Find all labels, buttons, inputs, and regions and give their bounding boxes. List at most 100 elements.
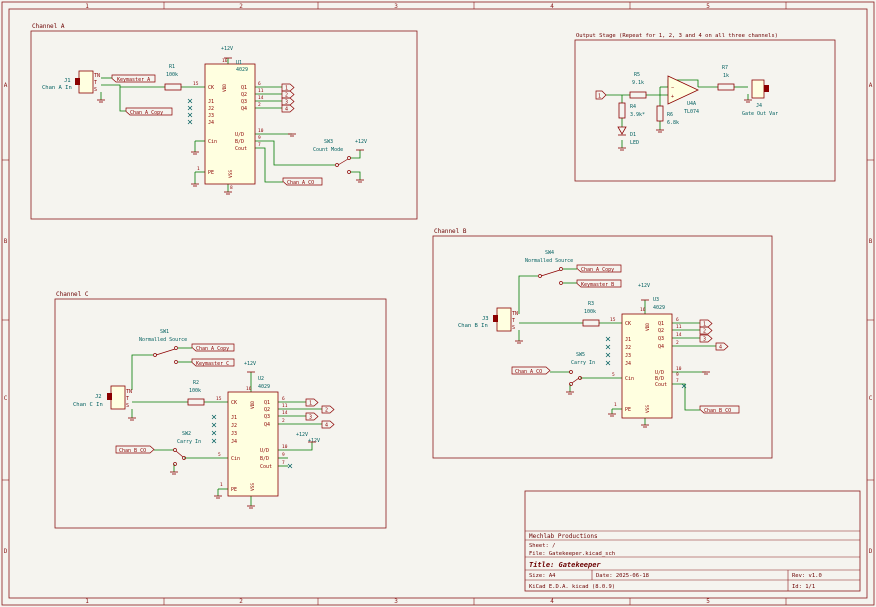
component-ref: U1	[236, 60, 242, 66]
net-label: Chan A CO	[287, 180, 314, 186]
component-value: 4029	[258, 384, 270, 390]
supply-label: +12V	[308, 438, 320, 444]
jack-ref: J1	[64, 78, 71, 84]
label-chan-a-co-b: Chan A CO	[511, 366, 551, 375]
pin-name: U/D	[235, 132, 244, 138]
pin-name: J1	[625, 337, 631, 343]
supply-label: +12V	[244, 361, 256, 367]
component-value: LED	[630, 140, 639, 146]
jack-ref: J2	[95, 394, 102, 400]
col-label: 1	[85, 3, 89, 10]
pin-name: B/D	[655, 376, 664, 382]
component-ref: R6	[667, 112, 673, 118]
component-ref: D1	[630, 132, 636, 138]
component-value: 4029	[236, 67, 248, 73]
jack-pin-label: T	[94, 80, 97, 86]
tb-rev: Rev: v1.0	[792, 573, 822, 579]
pin-number: 7	[282, 460, 285, 466]
switch-sw2: SW2 Carry In	[173, 431, 201, 466]
pin-number: 14	[282, 410, 288, 416]
net-label: Chan A CO	[515, 369, 542, 375]
port-flags-b: 1 2 3 4	[699, 319, 729, 351]
component-ref: J4	[756, 103, 762, 109]
port-number: 2	[325, 408, 328, 414]
pin-name: J4	[208, 120, 214, 126]
ground-symbols-b	[515, 299, 710, 428]
port-number: 2	[285, 93, 288, 99]
channel-b-wires	[518, 268, 716, 425]
pin-name: J2	[208, 106, 214, 112]
pin-number: 9	[258, 135, 261, 141]
component-value: 100k	[189, 388, 201, 394]
col-label: 4	[550, 598, 554, 605]
pin-number: 9	[282, 452, 285, 458]
component-ref: SW3	[324, 139, 333, 145]
col-label: 1	[85, 598, 89, 605]
pin-number: 10	[258, 128, 264, 134]
port-number: 1	[285, 86, 288, 92]
port-number: 2	[703, 329, 706, 335]
jack-pin-label: TN	[512, 311, 518, 317]
jack-j1: TN T S J1 Chan A In	[42, 70, 100, 94]
component-value: TL074	[684, 109, 699, 115]
component-ref: R7	[722, 65, 728, 71]
port-number: 1	[703, 322, 706, 328]
component-value: 6.8k	[667, 120, 679, 126]
pin-name: Cin	[625, 376, 634, 382]
jack-pin-label: T	[126, 396, 129, 402]
channel-c-wires	[131, 347, 322, 506]
port-number: 4	[285, 107, 288, 113]
pin-number: 15	[610, 317, 616, 323]
net-label: Chan A Copy	[130, 110, 163, 116]
port-number: 3	[703, 337, 706, 343]
section-title: Channel C	[56, 291, 89, 298]
led-d1: D1 LED	[617, 126, 639, 146]
pin-name: J2	[625, 345, 631, 351]
svg-text:−: −	[671, 85, 674, 91]
pin-name: Q4	[658, 344, 664, 350]
pin-name: Cout	[260, 464, 272, 470]
jack-ref: J3	[482, 316, 489, 322]
component-ref: SW2	[182, 431, 191, 437]
resistor-r7: R7 1k	[717, 65, 735, 91]
col-label: 5	[706, 3, 710, 10]
port-number: 1	[598, 94, 601, 100]
channel-a-section: Channel A TN T S J1 Chan A In	[30, 23, 418, 220]
resistor-r4: R4 3.9k*	[618, 102, 645, 119]
jack-pin-label: T	[512, 318, 515, 324]
pin-name: Cin	[231, 456, 240, 462]
row-label: B	[4, 238, 8, 245]
pin-number: 5	[218, 452, 221, 458]
ground-symbols-out	[618, 99, 752, 151]
pin-name: VSS	[250, 483, 256, 491]
label-chan-a-copy-b: Chan A Copy	[576, 264, 622, 273]
pin-number: 16	[222, 58, 228, 64]
jack-j2: TN T S J2 Chan C In	[73, 385, 132, 410]
component-value: Normalled Source	[139, 337, 187, 343]
label-chan-a-copy-c: Chan A Copy	[191, 343, 235, 352]
tb-file: File: Gatekeeper.kicad_sch	[529, 551, 615, 557]
component-ref: U4A	[687, 101, 696, 107]
svg-text:+: +	[671, 94, 674, 100]
port-flags-c: 1 2 3 4	[305, 398, 335, 429]
tb-date: Date: 2025-06-18	[596, 573, 649, 579]
opamp-u4a: − + U4A TL074	[667, 75, 699, 115]
net-label: Chan A Copy	[581, 267, 614, 273]
component-ref: R4	[630, 104, 636, 110]
pin-name: U/D	[260, 448, 269, 454]
component-value: Normalled Source	[525, 258, 573, 264]
net-label: Chan A Copy	[196, 346, 229, 352]
pin-name: Cout	[235, 146, 247, 152]
pin-name: VDD	[250, 401, 256, 409]
net-label: Keymaster B	[581, 282, 614, 288]
component-value: 3.9k*	[630, 112, 645, 118]
jack-j4: J4 Gate Out Var	[742, 79, 778, 117]
channel-a-wires	[100, 58, 361, 192]
pin-name: J4	[625, 361, 631, 367]
pin-name: Q2	[241, 92, 247, 98]
row-label: C	[4, 395, 8, 402]
pin-name: B/D	[235, 139, 244, 145]
pin-name: J4	[231, 439, 237, 445]
